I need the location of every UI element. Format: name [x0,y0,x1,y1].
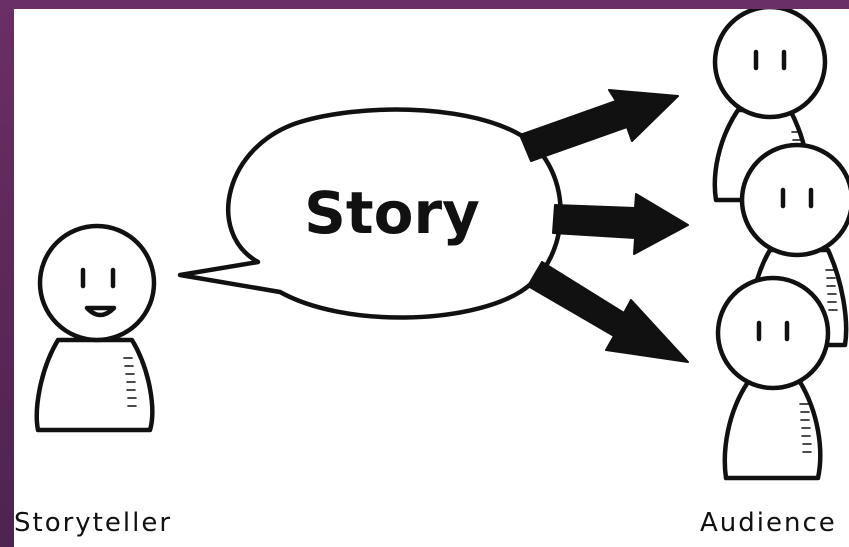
arrow-top [519,89,679,162]
arrow-middle [552,193,689,255]
bubble-text: Story [304,179,480,247]
audience-member-3 [715,275,831,481]
speech-bubble: Story [177,107,563,320]
storyteller-figure [34,223,157,433]
arrow-bottom [527,261,689,363]
body-shading [123,357,137,407]
audience-label: Audience [700,508,837,538]
storyteller-label: Storyteller [14,508,173,538]
